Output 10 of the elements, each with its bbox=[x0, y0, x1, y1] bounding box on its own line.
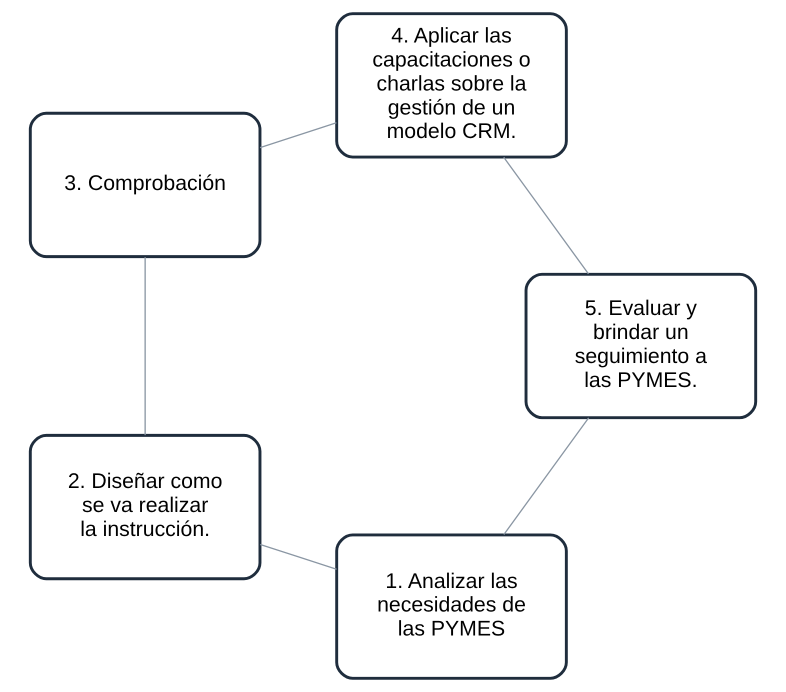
node-box: 3. Comprobación bbox=[28, 112, 262, 258]
connector bbox=[503, 418, 590, 535]
node-box: 4. Aplicar las capacitaciones o charlas sobre la gestión de un modelo CRM. bbox=[335, 12, 568, 159]
connector bbox=[503, 156, 589, 274]
connector bbox=[144, 257, 146, 436]
node-box: 5. Evaluar y brindar un seguimiento a las PYMES. bbox=[524, 272, 758, 420]
node-box: 2. Diseñar como se va realizar la instrucción. bbox=[28, 434, 262, 580]
connector bbox=[260, 544, 337, 570]
node-box: 1. Analizar las necesidades de las PYMES bbox=[335, 533, 568, 680]
connector bbox=[260, 122, 337, 148]
